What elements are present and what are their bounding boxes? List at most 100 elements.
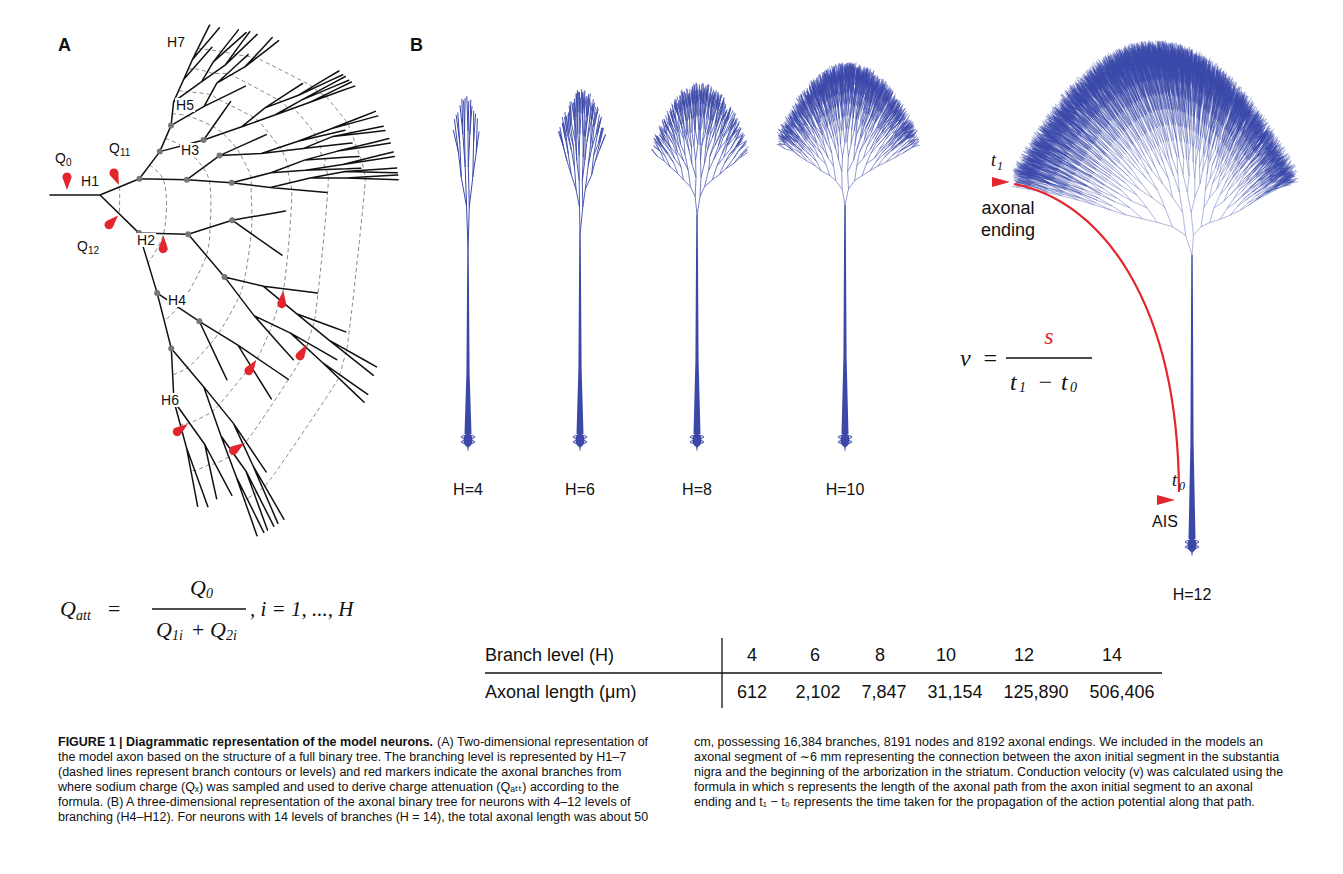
soma-ring (461, 440, 475, 443)
caption-title: FIGURE 1 | Diagrammatic representation o… (58, 735, 433, 749)
fraction-bar (152, 608, 246, 609)
level-contour (188, 69, 328, 471)
soma-tip (579, 446, 581, 452)
table-rule (721, 638, 722, 708)
table-cell: 4 (747, 646, 757, 664)
branch-node (154, 290, 160, 296)
soma-ring (690, 440, 704, 443)
sampling-marker (294, 342, 311, 362)
table-cell: 8 (875, 646, 885, 664)
time-symbol: t (990, 151, 997, 169)
branch-node (201, 137, 207, 143)
time-marker (1157, 495, 1175, 505)
sampling-marker (243, 357, 260, 377)
formula-term: Q (60, 598, 76, 620)
soma-ring (1185, 540, 1199, 543)
formula-subscript: 2i (226, 629, 237, 643)
branch-level: H2 (136, 233, 156, 247)
tree-label: H=4 (453, 482, 483, 498)
table-cell: 6 (810, 646, 820, 664)
soma-tip (696, 446, 698, 452)
table-rule (485, 672, 1162, 673)
branch-node (196, 318, 202, 324)
branch-node (168, 345, 174, 351)
table-cell: 2,102 (795, 683, 840, 701)
soma-tip (844, 446, 846, 452)
formula-subscript: 1 (1019, 381, 1026, 395)
level-contour (119, 187, 120, 214)
formula-term: Q (156, 619, 172, 641)
figure-caption: FIGURE 1 | Diagrammatic representation o… (58, 735, 1290, 825)
table-cell: 506,406 (1089, 683, 1154, 701)
charge-subscript: 0 (65, 158, 73, 168)
formula-term: − (1037, 370, 1053, 394)
soma-ring (690, 435, 704, 438)
level-contour (172, 114, 252, 375)
formula-term: + (191, 619, 206, 641)
soma-ring (573, 435, 587, 438)
table-cell: 14 (1102, 646, 1122, 664)
branch-node (216, 153, 222, 159)
table-cell: 31,154 (927, 683, 982, 701)
branch-node (157, 149, 163, 155)
formula-subscript: 0 (1070, 381, 1077, 395)
axon-tree-3d (558, 89, 605, 452)
branch-node (168, 122, 174, 128)
axon-arbor (1011, 40, 1298, 255)
sampling-marker (277, 290, 288, 309)
binary-tree-2d (50, 25, 398, 536)
axon-tree-3d (453, 96, 479, 452)
sampling-marker (63, 172, 72, 190)
ais-label: AIS (1151, 514, 1179, 530)
formula-term: t (1010, 370, 1017, 394)
branch-node (229, 217, 235, 223)
branch-node (185, 231, 191, 237)
charge-subscript: 12 (87, 246, 100, 256)
branch-node (222, 274, 228, 280)
axon-arbor (558, 89, 605, 235)
soma-ring (838, 435, 852, 438)
branch-level: H7 (166, 35, 186, 49)
axon-branches (50, 25, 398, 536)
soma-ring (573, 440, 587, 443)
formula-term: Q (210, 619, 226, 641)
table-cell: 12 (1014, 646, 1034, 664)
soma-ring (838, 440, 852, 443)
axon-trunk (694, 215, 701, 434)
branch-level: H5 (175, 98, 195, 112)
sampling-marker (171, 420, 191, 438)
panel-letter: B (410, 36, 423, 54)
axon-tree-3d (777, 63, 920, 453)
level-contour (198, 49, 365, 500)
table-header: Branch level (H) (485, 646, 614, 664)
formula-term: Q (190, 577, 206, 599)
formula-term: v (960, 346, 971, 370)
sampling-marker (103, 212, 122, 231)
fraction-bar (1006, 357, 1092, 358)
axon-trunk (1189, 255, 1196, 539)
branch-node (229, 180, 235, 186)
sampling-marker (159, 236, 168, 254)
formula-subscript: 1i (172, 629, 183, 643)
branch-level: H6 (160, 393, 180, 407)
formula-bars (152, 358, 1092, 609)
tree-label: H=6 (565, 482, 595, 498)
axon-arbor (777, 63, 920, 206)
branch-node (136, 176, 142, 182)
formula-term: s (1044, 324, 1053, 348)
time-marker (992, 177, 1010, 187)
formula-term: = (982, 346, 998, 370)
axon-trunk (465, 250, 472, 434)
soma-tip (1191, 551, 1193, 557)
tree-label: H=10 (826, 482, 865, 498)
branch-level: H1 (80, 174, 100, 188)
branch-node (184, 177, 190, 183)
axon-arbor (453, 96, 479, 250)
formula-term: , i = 1, ..., H (250, 599, 353, 620)
formula-subscript: 0 (206, 587, 213, 601)
soma-ring (461, 435, 475, 438)
branch-level: H3 (180, 143, 200, 157)
axonal-ending-label: axonal ending (970, 198, 1046, 241)
formula-term: = (107, 598, 122, 620)
